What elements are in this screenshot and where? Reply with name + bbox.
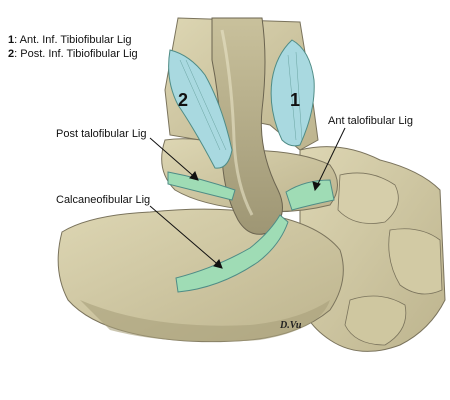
ligament-fibers [179,51,303,151]
legend-number: 2 [8,48,15,60]
leader-arrows [149,127,346,269]
metatarsal-bone [344,295,407,346]
posterior-inferior-tibiofibular-ligament [168,49,233,169]
anterior-talofibular-ligament [285,179,335,211]
metatarsal-bone [388,228,443,295]
legend-text: : Ant. Inf. Tibiofibular Lig [14,34,132,46]
label-ant-talofibular: Ant talofibular Lig [328,115,413,127]
legend-number: 1 [8,34,15,46]
legend-item-1: 1: Ant. Inf. Tibiofibular Lig [8,34,132,47]
label-calcaneofibular: Calcaneofibular Lig [56,194,151,206]
calcaneus-shadow [80,300,330,342]
anterior-inferior-tibiofibular-ligament [270,39,315,147]
calcaneofibular-ligament [175,214,289,293]
ligament-number-2: 2 [178,90,189,110]
label-post-talofibular: Post talofibular Lig [56,128,147,140]
legend-text: : Post. Inf. Tibiofibular Lig [14,48,138,60]
cuboid-bone [337,172,399,224]
posterior-talofibular-ligament [167,171,236,201]
fibula-highlight [220,29,254,216]
artist-signature: D.Vu [280,320,302,331]
legend-item-2: 2: Post. Inf. Tibiofibular Lig [8,48,138,61]
ligament-number-1: 1 [290,90,301,110]
